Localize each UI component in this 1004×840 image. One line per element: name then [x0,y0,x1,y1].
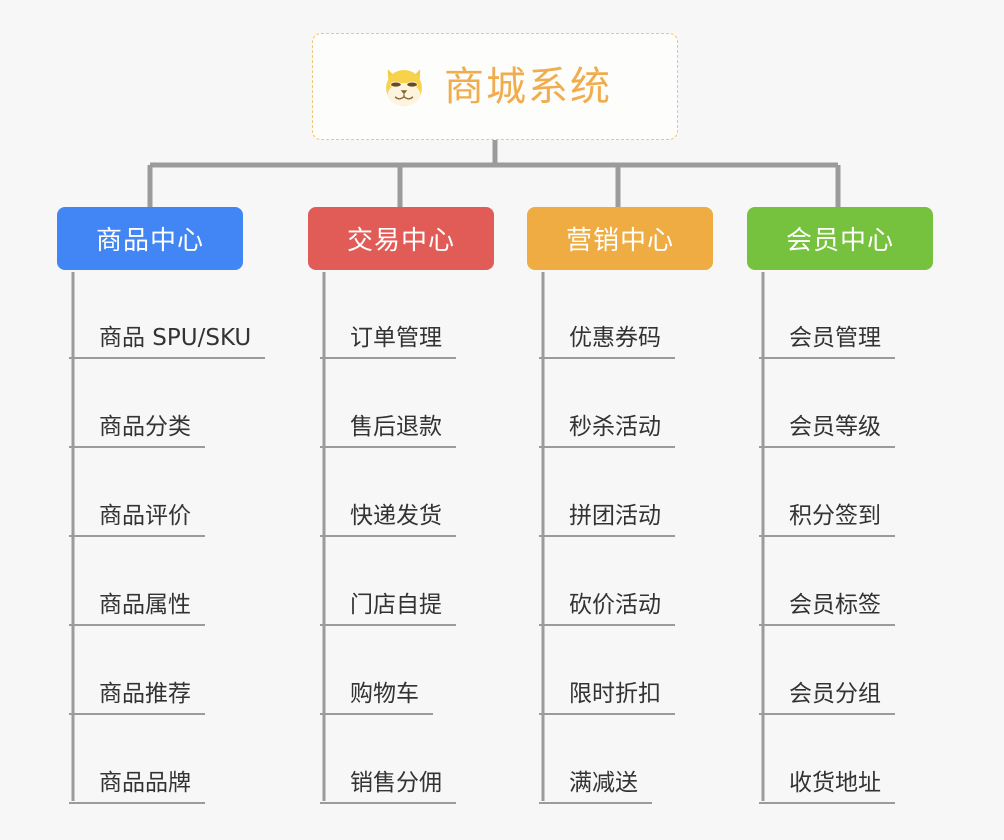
branch-header-label: 会员中心 [785,226,894,256]
leaf-label: 积分签到 [759,503,895,537]
shiba-dog-icon [386,68,422,106]
branch-leaf-list-3: 优惠券码 秒杀活动 拼团活动 砍价活动 限时折扣 满减送 [527,270,777,804]
branch-header-2[interactable]: 交易中心 [308,207,494,270]
leaf-label: 销售分佣 [320,770,456,804]
list-item[interactable]: 门店自提 [320,537,558,626]
branch-leaf-list-1: 商品 SPU/SKU 商品分类 商品评价 商品属性 商品推荐 商品品牌 [57,270,307,804]
list-item[interactable]: 会员管理 [759,270,997,359]
root-node[interactable]: 商城系统 [312,33,678,140]
leaf-label: 砍价活动 [539,592,675,626]
branch-column-4: 会员中心 会员管理 会员等级 积分签到 会员标签 会员分组 收货地址 [747,207,997,804]
leaf-label: 收货地址 [759,770,895,804]
list-item[interactable]: 秒杀活动 [539,359,777,448]
leaf-label: 商品推荐 [69,681,205,715]
list-item[interactable]: 优惠券码 [539,270,777,359]
branch-header-4[interactable]: 会员中心 [747,207,933,270]
leaf-label: 商品评价 [69,503,205,537]
list-item[interactable]: 销售分佣 [320,715,558,804]
leaf-label: 拼团活动 [539,503,675,537]
list-item[interactable]: 砍价活动 [539,537,777,626]
list-item[interactable]: 商品评价 [69,448,307,537]
leaf-label: 订单管理 [320,325,456,359]
leaf-label: 会员等级 [759,414,895,448]
list-item[interactable]: 商品品牌 [69,715,307,804]
list-item[interactable]: 购物车 [320,626,558,715]
leaf-label: 商品品牌 [69,770,205,804]
branch-header-label: 营销中心 [565,226,674,256]
branch-header-3[interactable]: 营销中心 [527,207,713,270]
leaf-label: 门店自提 [320,592,456,626]
branch-header-label: 交易中心 [346,226,455,256]
list-item[interactable]: 拼团活动 [539,448,777,537]
leaf-label: 满减送 [539,770,652,804]
leaf-label: 商品分类 [69,414,205,448]
list-item[interactable]: 商品推荐 [69,626,307,715]
list-item[interactable]: 限时折扣 [539,626,777,715]
list-item[interactable]: 会员分组 [759,626,997,715]
list-item[interactable]: 售后退款 [320,359,558,448]
branch-column-3: 营销中心 优惠券码 秒杀活动 拼团活动 砍价活动 限时折扣 满减送 [527,207,777,804]
list-item[interactable]: 商品 SPU/SKU [69,270,307,359]
branch-column-1: 商品中心 商品 SPU/SKU 商品分类 商品评价 商品属性 商品推荐 商品品牌 [57,207,307,804]
branch-header-label: 商品中心 [95,226,204,256]
list-item[interactable]: 满减送 [539,715,777,804]
leaf-label: 会员标签 [759,592,895,626]
list-item[interactable]: 收货地址 [759,715,997,804]
list-item[interactable]: 快递发货 [320,448,558,537]
leaf-label: 会员管理 [759,325,895,359]
leaf-label: 售后退款 [320,414,456,448]
leaf-label: 秒杀活动 [539,414,675,448]
leaf-label: 快递发货 [320,503,456,537]
list-item[interactable]: 会员等级 [759,359,997,448]
root-node-label: 商城系统 [444,63,612,110]
list-item[interactable]: 会员标签 [759,537,997,626]
list-item[interactable]: 积分签到 [759,448,997,537]
branch-column-2: 交易中心 订单管理 售后退款 快递发货 门店自提 购物车 销售分佣 [308,207,558,804]
branch-leaf-list-4: 会员管理 会员等级 积分签到 会员标签 会员分组 收货地址 [747,270,997,804]
leaf-label: 会员分组 [759,681,895,715]
branch-header-1[interactable]: 商品中心 [57,207,243,270]
branch-leaf-list-2: 订单管理 售后退款 快递发货 门店自提 购物车 销售分佣 [308,270,558,804]
leaf-label: 商品属性 [69,592,205,626]
list-item[interactable]: 订单管理 [320,270,558,359]
leaf-label: 限时折扣 [539,681,675,715]
leaf-label: 购物车 [320,681,433,715]
list-item[interactable]: 商品属性 [69,537,307,626]
leaf-label: 商品 SPU/SKU [69,325,266,359]
leaf-label: 优惠券码 [539,325,675,359]
list-item[interactable]: 商品分类 [69,359,307,448]
